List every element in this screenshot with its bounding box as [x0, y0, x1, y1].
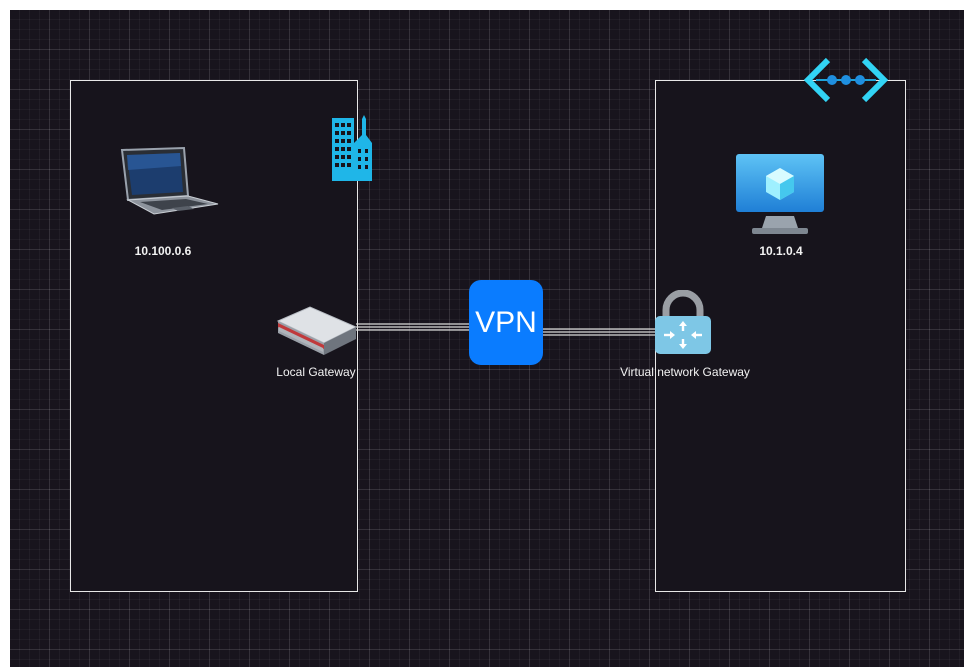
azure-vm-ip-label: 10.1.0.4	[759, 244, 803, 258]
vnet-gateway-label: Virtual network Gateway	[620, 365, 750, 379]
link-vpn-to-vnet-gateway[interactable]	[543, 328, 660, 336]
vnet-icon[interactable]	[804, 56, 888, 104]
local-gateway-label: Local Gateway	[276, 365, 356, 379]
azure-vm-icon[interactable]	[736, 154, 824, 236]
laptop-icon[interactable]	[114, 146, 222, 216]
link-local-to-vpn[interactable]	[356, 323, 469, 331]
building-icon[interactable]	[330, 115, 372, 181]
router-icon[interactable]	[276, 305, 358, 357]
vnet-gateway-icon[interactable]	[654, 290, 712, 356]
laptop-ip-label: 10.100.0.6	[134, 244, 192, 258]
vpn-icon[interactable]: VPN	[469, 280, 543, 365]
vpn-label: VPN	[475, 305, 537, 339]
